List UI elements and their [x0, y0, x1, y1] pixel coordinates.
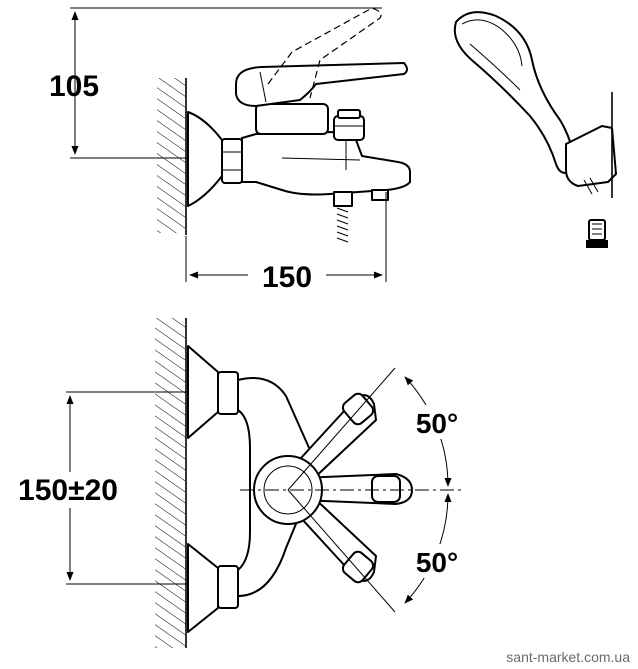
- upper-rosette: [187, 345, 219, 439]
- front-view: 150±20 50° 50°: [0, 318, 474, 648]
- wall-hatch-bottom: [155, 318, 185, 648]
- upper-angle-line: [287, 367, 396, 491]
- shower-handset: [453, 11, 575, 174]
- lower-nut: [217, 565, 239, 609]
- lower-angle-line: [287, 489, 396, 613]
- shower-holder: [565, 125, 617, 187]
- height-dim-label: 105: [49, 70, 99, 103]
- rosette: [187, 111, 223, 207]
- lower-rosette: [187, 543, 219, 633]
- mixer-body: [241, 131, 411, 196]
- shower-outlet: [333, 191, 353, 207]
- spout-outlet: [371, 189, 389, 201]
- upper-nut: [217, 371, 239, 415]
- diverter-knob: [333, 115, 365, 141]
- cartridge-column: [255, 103, 329, 135]
- lever-raised-outline: [267, 7, 382, 99]
- side-view: 105 150: [49, 7, 411, 294]
- angle-lower-label: 50°: [416, 547, 458, 578]
- angle-upper-label: 50°: [416, 408, 458, 439]
- spacing-dim-label: 150±20: [18, 474, 118, 507]
- mounting-screw: [588, 219, 606, 241]
- hand-shower: [453, 11, 617, 248]
- width-dim-label: 150: [262, 261, 312, 294]
- watermark-text: sant-market.com.ua: [506, 649, 630, 665]
- lever-handle: [235, 62, 408, 107]
- wall-hatch-top: [157, 78, 185, 233]
- connector-nut: [221, 138, 243, 184]
